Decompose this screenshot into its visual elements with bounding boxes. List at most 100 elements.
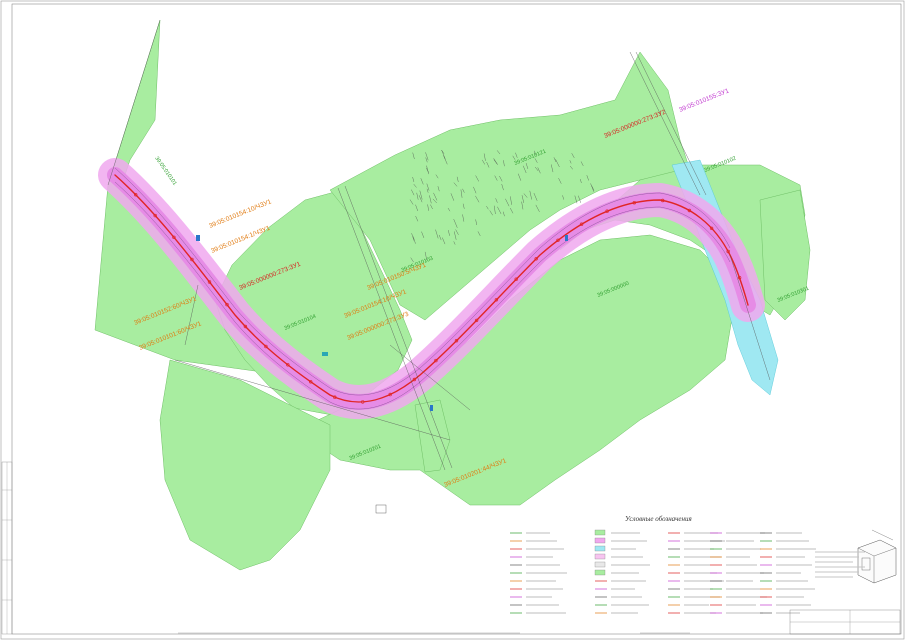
building-mark (512, 155, 516, 160)
station-markers (134, 193, 742, 404)
station-marker (286, 363, 290, 367)
building-mark (416, 192, 419, 200)
building-mark (586, 175, 589, 181)
building-mark (473, 186, 477, 194)
building-mark (562, 195, 564, 200)
building-mark (462, 203, 465, 209)
building-mark (415, 215, 419, 222)
station-marker (454, 339, 459, 343)
crossing-road-line (344, 185, 453, 469)
building-mark (421, 231, 425, 238)
building-mark (425, 152, 429, 161)
parcel-area-southwest (159, 359, 331, 571)
building-mark (412, 152, 415, 160)
building-mark (456, 176, 459, 182)
building-mark (410, 257, 414, 263)
building-mark (483, 153, 486, 161)
building-mark (533, 193, 538, 201)
building-mark (435, 229, 439, 239)
building-mark (521, 195, 524, 203)
crossing-road-line (729, 254, 771, 381)
feature-mark (565, 235, 568, 241)
feature-mark (322, 352, 328, 356)
building-mark (501, 183, 504, 191)
building-mark (442, 237, 446, 245)
building-mark (537, 167, 541, 174)
building-mark (505, 198, 510, 207)
building-mark (430, 204, 433, 210)
building-mark (510, 207, 514, 214)
crossing-road-line (635, 51, 707, 196)
feature-marks (196, 235, 568, 514)
legend-symbol (594, 561, 606, 568)
notes-block (815, 551, 865, 578)
station-marker (264, 344, 268, 349)
building-mark (551, 164, 554, 173)
road-centerline (114, 174, 749, 403)
building-mark (590, 183, 595, 191)
building-mark (477, 231, 481, 236)
building-mark (475, 195, 480, 203)
road-edge-line (114, 181, 731, 410)
building-mark (453, 182, 458, 187)
inset-schematic (857, 529, 897, 584)
building-mark (534, 158, 538, 163)
building-mark (412, 176, 415, 182)
station-marker (579, 222, 584, 226)
building-mark (409, 199, 414, 205)
station-marker (309, 380, 313, 384)
building-mark (553, 157, 557, 163)
building-mark (503, 160, 505, 167)
building-mark (510, 196, 512, 205)
station-marker (737, 276, 742, 280)
station-marker (534, 257, 538, 261)
feature-mark (196, 235, 200, 241)
boundary-line (107, 19, 161, 186)
building-mark (529, 190, 532, 200)
building-mark (418, 195, 423, 203)
building-mark (437, 186, 440, 192)
building-mark (441, 150, 446, 160)
station-marker (243, 324, 248, 329)
building-mark (453, 241, 456, 245)
station-marker (660, 198, 665, 203)
station-marker (190, 257, 194, 262)
building-mark (426, 183, 430, 191)
building-mark (427, 204, 429, 211)
legend: Условные обозначения (510, 515, 816, 614)
building-mark (413, 183, 417, 188)
building-mark (439, 234, 442, 241)
building-mark (494, 205, 496, 215)
building-mark (515, 152, 518, 158)
station-marker (709, 226, 714, 231)
building-mark (494, 175, 498, 181)
building-mark (420, 178, 424, 185)
left-stamp-strip (1, 461, 13, 635)
building-mark (454, 231, 457, 240)
station-marker (687, 208, 692, 213)
building-mark (447, 207, 451, 212)
station-marker (494, 298, 499, 302)
station-marker (207, 280, 212, 284)
village-buildings (409, 149, 595, 263)
title-block (178, 609, 901, 635)
station-marker (434, 358, 438, 363)
building-mark (486, 206, 489, 210)
building-mark (453, 219, 458, 228)
legend-symbol (594, 569, 606, 576)
building-mark (497, 206, 502, 214)
building-mark (521, 201, 524, 210)
building-mark (448, 230, 450, 236)
building-mark (578, 195, 581, 203)
station-marker (388, 392, 392, 397)
building-outline (375, 504, 387, 514)
boundary-line (174, 359, 451, 441)
building-mark (426, 188, 429, 193)
building-mark (570, 165, 573, 170)
station-marker (605, 209, 609, 213)
building-mark (426, 165, 429, 175)
feature-mark (430, 405, 433, 411)
legend-rows (510, 529, 816, 614)
station-marker (556, 238, 560, 243)
station-marker (412, 377, 417, 382)
